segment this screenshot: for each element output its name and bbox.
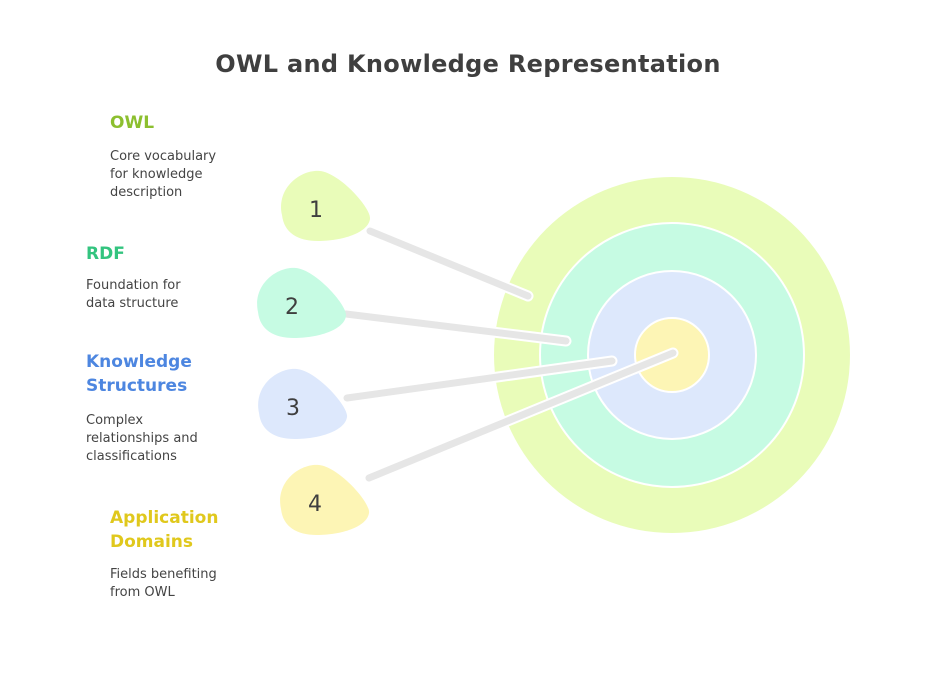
item-4-description: Fields benefiting from OWL bbox=[110, 567, 217, 600]
item-2-description: Foundation for data structure bbox=[86, 278, 181, 311]
badge-1-shape bbox=[281, 170, 371, 241]
item-1-description: Core vocabulary for knowledge descriptio… bbox=[110, 149, 217, 200]
badge-2-shape bbox=[257, 267, 347, 338]
item-3-title: Knowledge Structures bbox=[86, 352, 192, 396]
badge-3: 3 bbox=[258, 368, 348, 439]
arrow-3 bbox=[343, 357, 616, 402]
arrow-2 bbox=[342, 310, 570, 345]
item-4-title: Application Domains bbox=[110, 508, 219, 552]
badge-2: 2 bbox=[257, 267, 347, 338]
item-1-title: OWL bbox=[110, 113, 155, 133]
badge-1-number: 1 bbox=[309, 198, 323, 223]
page-title: OWL and Knowledge Representation bbox=[215, 50, 721, 78]
item-3-description: Complex relationships and classification… bbox=[86, 413, 198, 464]
arrow-4 bbox=[365, 349, 677, 482]
badge-2-number: 2 bbox=[285, 295, 299, 320]
badge-1: 1 bbox=[281, 170, 371, 241]
badge-3-shape bbox=[258, 368, 348, 439]
badge-3-number: 3 bbox=[286, 396, 300, 421]
badge-4-number: 4 bbox=[308, 492, 322, 517]
item-2-title: RDF bbox=[86, 244, 125, 264]
badge-4: 4 bbox=[280, 464, 370, 535]
badge-4-shape bbox=[280, 464, 370, 535]
arrow-1 bbox=[366, 227, 532, 300]
